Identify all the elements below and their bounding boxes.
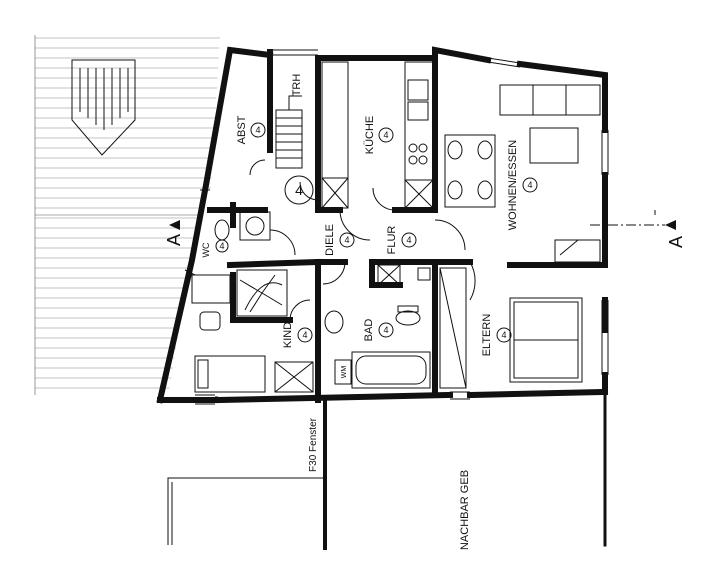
- annotation-nachbar: NACHBAR GEB: [459, 470, 471, 550]
- badge-stair: 4: [284, 175, 314, 205]
- badge-wohnen: 4: [522, 177, 538, 193]
- floor-number-stair: 4: [295, 182, 303, 198]
- floor-number-flur: 4: [406, 235, 411, 245]
- floor-number-wc: 4: [219, 241, 224, 251]
- floor-number-abst: 4: [255, 125, 260, 135]
- badge-kueche: 4: [378, 127, 394, 143]
- room-label-kind: KIND: [282, 322, 294, 348]
- wm-label: WM: [341, 366, 348, 379]
- section-arrow-left-icon: [169, 220, 180, 230]
- interior-walls: [207, 55, 608, 403]
- room-label-bad: BAD: [363, 319, 375, 342]
- badge-bad: 4: [378, 322, 394, 338]
- double-bed: [509, 297, 583, 383]
- room-label-abst: ABST: [236, 115, 248, 144]
- wc-fixtures: [214, 211, 271, 241]
- toilet-bad: [395, 305, 421, 326]
- label-abst: ABST: [236, 115, 248, 144]
- floor-number-bad: 4: [383, 325, 388, 335]
- washbasin-bad: [324, 310, 344, 334]
- washing-machine: [334, 359, 352, 385]
- section-arrow-right-icon: [665, 220, 676, 230]
- annotation-fenster: F30 Fenster: [308, 417, 319, 472]
- room-label-diele: DIELE: [324, 224, 336, 256]
- badge-eltern: 4: [496, 327, 512, 343]
- badge-kind: 4: [297, 327, 313, 343]
- label-eltern: ELTERN: [481, 314, 493, 357]
- room-label-kueche: KÜCHE: [364, 116, 376, 155]
- label-trh: TRH: [291, 74, 303, 97]
- living-furniture: [499, 84, 601, 263]
- room-label-eltern: ELTERN: [481, 314, 493, 357]
- room-label-wohnen: WOHNEN/ESSEN: [507, 140, 519, 231]
- dining-table: [444, 134, 496, 208]
- windows: [184, 49, 609, 405]
- wardrobe: [439, 267, 467, 389]
- floor-number-kind: 4: [302, 330, 307, 340]
- spiral-stair: [236, 269, 288, 317]
- label-bad: BAD: [363, 319, 375, 342]
- annotation-wm: WM: [341, 366, 348, 379]
- floor-number-eltern: 4: [501, 330, 506, 340]
- badge-flur: 4: [401, 232, 417, 248]
- door-swings: [249, 159, 476, 321]
- floor-number-wohnen: 4: [527, 180, 532, 190]
- exterior-walls: [156, 46, 609, 404]
- floor-number-kueche: 4: [383, 130, 388, 140]
- badge-abst: 4: [250, 122, 266, 138]
- label-kind: KIND: [282, 322, 294, 348]
- label-wohnen: WOHNEN/ESSEN: [507, 140, 519, 231]
- section-letter-right: A: [666, 236, 686, 248]
- room-label-trh: TRH: [291, 74, 303, 97]
- label-kueche: KÜCHE: [364, 116, 376, 155]
- room-label-wc: WC: [201, 242, 211, 257]
- section-line-right: [590, 210, 665, 226]
- terrace-stair-symbol: [71, 59, 136, 156]
- label-flur: FLUR: [386, 226, 398, 255]
- label-wc: WC: [201, 242, 211, 257]
- terrace-hatching: [34, 35, 220, 395]
- shaft-box: [377, 264, 431, 286]
- kind-cabinet: [274, 361, 314, 393]
- section-mark-left: A: [164, 234, 184, 246]
- neighbour-label: NACHBAR GEB: [459, 470, 471, 550]
- bathtub: [351, 351, 431, 389]
- badge-wc: 4: [215, 239, 229, 253]
- kind-bed: [194, 355, 266, 393]
- room-label-flur: FLUR: [386, 226, 398, 255]
- neighbour-boundary: [167, 390, 607, 550]
- fenster-note: F30 Fenster: [308, 417, 319, 472]
- section-mark-right: A: [666, 236, 686, 248]
- label-diele: DIELE: [324, 224, 336, 256]
- badge-diele: 4: [339, 232, 355, 248]
- floor-number-diele: 4: [344, 235, 349, 245]
- kind-desk: [191, 274, 231, 331]
- kitchen-units: [321, 61, 434, 209]
- stairwell-treads: [275, 95, 303, 169]
- section-letter-left: A: [164, 234, 184, 246]
